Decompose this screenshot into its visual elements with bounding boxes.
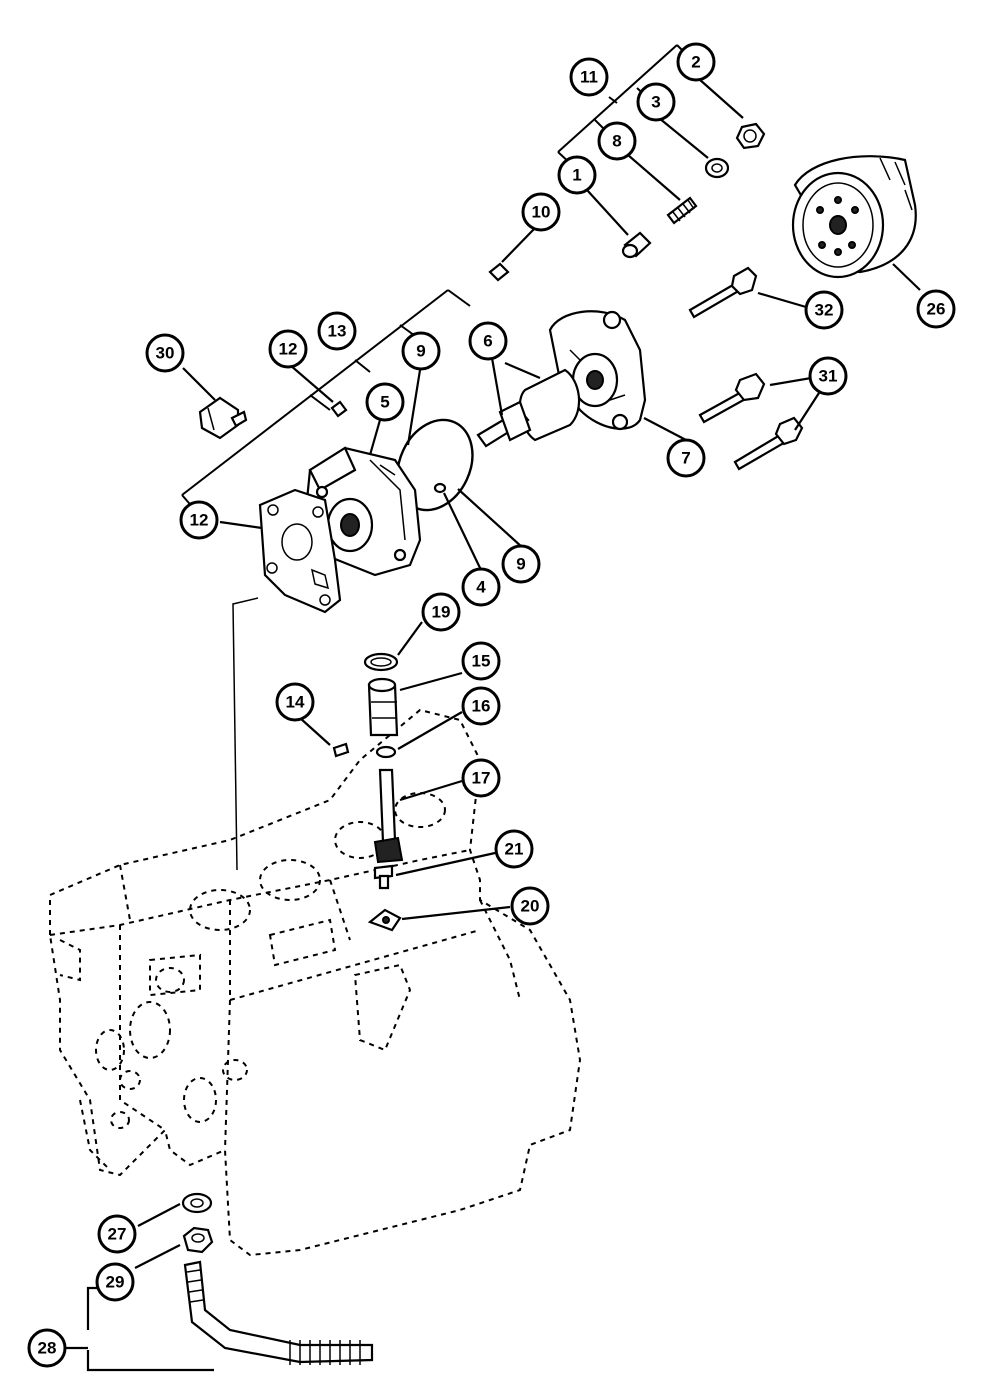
part-31-bolt-lower [733, 416, 804, 471]
callout-9-top: 9 [401, 331, 441, 371]
svg-text:9: 9 [416, 342, 425, 361]
alignment-line [232, 597, 259, 871]
svg-text:11: 11 [580, 68, 598, 87]
callout-16: 15 [461, 641, 501, 681]
svg-text:6: 6 [483, 332, 492, 351]
callout-28: 28 [27, 1328, 67, 1368]
callout-12: 12 [179, 500, 219, 540]
svg-text:19: 19 [432, 603, 451, 622]
svg-text:16: 16 [472, 697, 491, 716]
part-29-nut [182, 1226, 214, 1254]
svg-text:30: 30 [156, 344, 175, 363]
svg-text:4: 4 [476, 578, 486, 597]
svg-text:13: 13 [328, 322, 347, 341]
callout-21: 21 [494, 829, 534, 869]
callout-29: 29 [95, 1262, 135, 1302]
callout-14: 13 [317, 311, 357, 351]
svg-text:15: 15 [472, 652, 491, 671]
part-18-drive-shaft [373, 768, 404, 864]
callout-4: 4 [461, 567, 501, 607]
callout-1: 1 [557, 155, 597, 195]
callout-6: 6 [468, 321, 508, 361]
svg-text:9: 9 [516, 555, 525, 574]
callout-15: 14 [275, 682, 315, 722]
part-2-nut [735, 122, 766, 150]
svg-text:10: 10 [532, 203, 551, 222]
callout-5: 5 [365, 382, 405, 422]
part-26-oil-filter [791, 155, 917, 279]
part-19-o-ring [363, 652, 399, 672]
part-28-suction-tube [183, 1260, 374, 1365]
svg-text:29: 29 [106, 1273, 125, 1292]
svg-text:7: 7 [681, 449, 690, 468]
part-6-gear-shaft [476, 368, 581, 448]
callout-3: 3 [636, 82, 676, 122]
part-32-bolt [688, 266, 758, 319]
svg-text:32: 32 [815, 301, 834, 320]
part-31-bolt-upper [698, 372, 766, 424]
callout-2: 2 [676, 42, 716, 82]
callout-17: 16 [461, 686, 501, 726]
svg-text:27: 27 [108, 1225, 127, 1244]
leader-lines [60, 78, 921, 1372]
svg-text:14: 14 [286, 693, 305, 712]
callouts: 11 2 3 8 1 10 32 26 31 13 6 9 12 30 5 7 … [27, 42, 956, 1368]
callout-32: 32 [804, 290, 844, 330]
svg-text:20: 20 [521, 897, 540, 916]
part-10-plug [488, 262, 510, 282]
part-17-ring [375, 745, 397, 759]
part-8-spring [666, 196, 698, 225]
callout-20: 20 [510, 886, 550, 926]
svg-text:28: 28 [38, 1339, 57, 1358]
svg-text:31: 31 [819, 367, 838, 386]
callout-31: 31 [808, 356, 848, 396]
part-27-washer [181, 1192, 213, 1214]
callout-18: 17 [461, 758, 501, 798]
svg-text:12: 12 [279, 340, 298, 359]
callout-10: 10 [521, 192, 561, 232]
svg-text:21: 21 [505, 840, 524, 859]
svg-text:26: 26 [927, 300, 946, 319]
part-12-gasket [258, 488, 342, 614]
engine-block [49, 708, 582, 1257]
part-20-lock-plate [367, 908, 402, 932]
callout-19: 19 [421, 592, 461, 632]
callout-27: 27 [97, 1214, 137, 1254]
svg-text:17: 17 [472, 769, 491, 788]
svg-text:1: 1 [572, 166, 581, 185]
svg-text:12: 12 [190, 511, 209, 530]
part-3-washer [704, 157, 730, 179]
part-30-pressure-sender [198, 396, 248, 440]
part-4-pin [433, 482, 447, 494]
svg-text:2: 2 [691, 53, 700, 72]
callout-8: 8 [597, 121, 637, 161]
svg-text:5: 5 [380, 393, 389, 412]
part-1-plunger [621, 231, 652, 259]
part-21-screw [373, 864, 394, 890]
callout-9-bottom: 9 [501, 544, 541, 584]
part-11-pin [330, 400, 348, 418]
part-16-bushing [367, 677, 399, 737]
callout-7: 7 [666, 438, 706, 478]
callout-30: 30 [145, 333, 185, 373]
svg-text:8: 8 [612, 132, 621, 151]
part-15-pin [332, 742, 350, 758]
svg-text:3: 3 [651, 93, 660, 112]
callout-13: 11 [569, 57, 609, 97]
callout-26: 26 [916, 289, 956, 329]
callout-11: 12 [268, 329, 308, 369]
